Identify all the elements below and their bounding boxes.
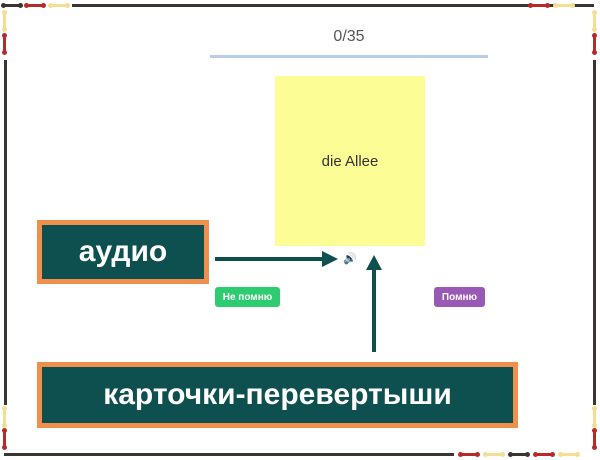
progress-bar: [210, 55, 488, 58]
flashcards-annotation: карточки-перевертыши: [37, 362, 518, 428]
arrow-head: [322, 251, 338, 267]
speaker-icon[interactable]: 🔊: [343, 253, 357, 265]
flashcard[interactable]: die Allee: [275, 76, 425, 246]
remember-button[interactable]: Помню: [434, 287, 485, 307]
forgot-button[interactable]: Не помню: [215, 287, 280, 307]
arrow-head: [366, 255, 382, 270]
progress-counter: 0/35: [333, 28, 365, 45]
audio-annotation: аудио: [37, 220, 209, 284]
flashcard-word: die Allee: [321, 152, 379, 170]
